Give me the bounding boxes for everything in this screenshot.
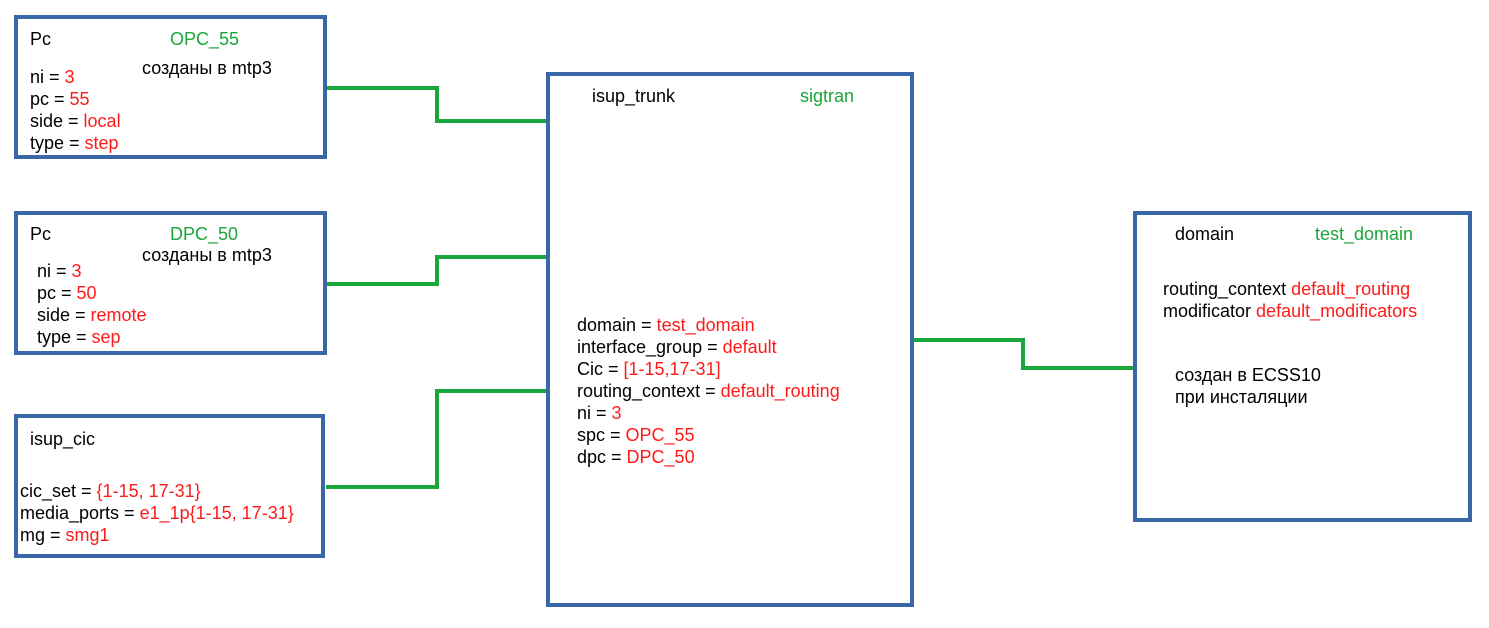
pc-opc-field-ni: ni = 3 <box>30 67 75 87</box>
domain-field-modificator: modificator default_modificators <box>1163 301 1418 321</box>
pc-dpc-name: DPC_50 <box>170 224 239 244</box>
isup-trunk-title: isup_trunk <box>592 86 676 106</box>
pc-dpc-field-type: type = sep <box>37 327 121 347</box>
pc-dpc-field-pc: pc = 50 <box>37 283 97 303</box>
pc-opc-field-pc: pc = 55 <box>30 89 90 109</box>
trunk-field-dpc: dpc = DPC_50 <box>577 447 695 467</box>
pc-opc-box: Pc OPC_55 созданы в mtp3 ni = 3 pc = 55 … <box>14 15 327 159</box>
domain-box: domain test_domain routing_context defau… <box>1133 211 1472 522</box>
pc-opc-title: Pc <box>30 29 52 49</box>
pc-opc-note: созданы в mtp3 <box>142 58 272 78</box>
isup-cic-field-cic-set: cic_set = {1-15, 17-31} <box>20 481 201 501</box>
trunk-field-spc: spc = OPC_55 <box>577 425 695 445</box>
trunk-field-routing-context: routing_context = default_routing <box>577 381 840 401</box>
isup-trunk-name: sigtran <box>800 86 855 106</box>
domain-title: domain <box>1175 224 1235 244</box>
wire-dpc-to-trunk <box>326 255 548 286</box>
trunk-field-interface-group: interface_group = default <box>577 337 777 357</box>
pc-dpc-note: созданы в mtp3 <box>142 245 272 265</box>
trunk-field-domain: domain = test_domain <box>577 315 755 335</box>
isup-trunk-box: isup_trunk sigtran domain = test_domain … <box>546 72 914 607</box>
trunk-field-cic: Cic = [1-15,17-31] <box>577 359 721 379</box>
pc-dpc-title: Pc <box>30 224 52 244</box>
wire-opc-to-trunk <box>326 86 548 123</box>
pc-opc-field-side: side = local <box>30 111 121 131</box>
trunk-field-ni: ni = 3 <box>577 403 622 423</box>
domain-name: test_domain <box>1315 224 1414 244</box>
pc-dpc-field-ni: ni = 3 <box>37 261 82 281</box>
domain-field-routing-context: routing_context default_routing <box>1163 279 1411 299</box>
isup-cic-field-mg: mg = smg1 <box>20 525 110 545</box>
isup-cic-box: isup_cic cic_set = {1-15, 17-31} media_p… <box>14 414 325 558</box>
wire-cic-to-trunk <box>326 389 548 489</box>
pc-opc-field-type: type = step <box>30 133 119 153</box>
pc-opc-name: OPC_55 <box>170 29 240 49</box>
isup-cic-field-media-ports: media_ports = e1_1p{1-15, 17-31} <box>20 503 294 523</box>
domain-note-line1: создан в ECSS10 <box>1175 365 1321 385</box>
isup-cic-title: isup_cic <box>30 429 96 449</box>
wire-trunk-to-domain <box>913 338 1135 370</box>
domain-note-line2: при инсталяции <box>1175 387 1308 407</box>
pc-dpc-field-side: side = remote <box>37 305 147 325</box>
pc-dpc-box: Pc DPC_50 созданы в mtp3 ni = 3 pc = 50 … <box>14 211 327 355</box>
